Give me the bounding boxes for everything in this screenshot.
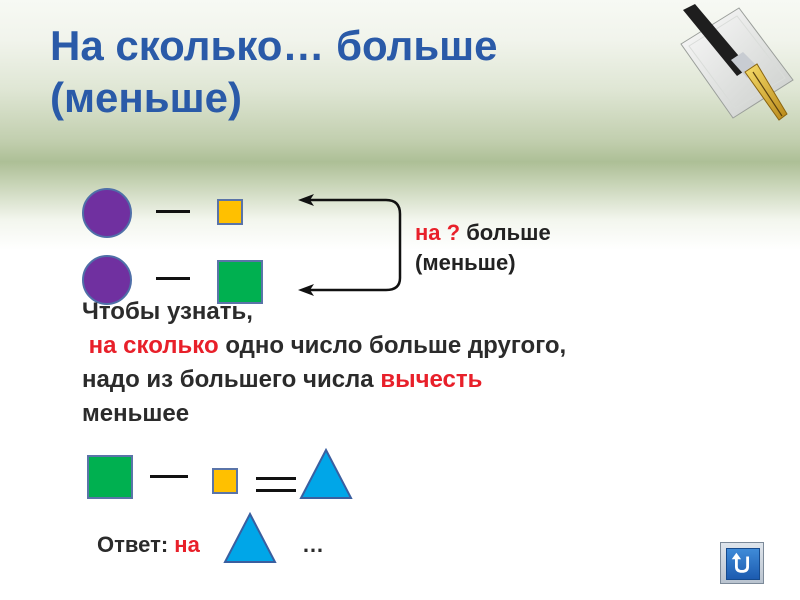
minus-sign-top xyxy=(156,210,190,213)
return-button[interactable] xyxy=(720,542,764,584)
rule-line-3-start: надо из большего числа xyxy=(82,366,381,393)
equation-result-triangle xyxy=(299,448,353,499)
minus-sign-bottom xyxy=(156,277,190,280)
less-word: (меньше) xyxy=(415,250,516,275)
title-line-1: На сколько… больше xyxy=(50,22,498,69)
answer-prefix: на xyxy=(174,532,200,557)
rule-line-4: меньшее xyxy=(82,400,190,427)
more-word: больше xyxy=(466,220,551,245)
rule-line-1: Чтобы узнать, xyxy=(82,298,253,325)
rule-subtract: вычесть xyxy=(380,366,483,393)
return-arrow-icon xyxy=(731,552,749,573)
question-prefix: на ? xyxy=(415,220,467,245)
difference-question-label: на ? больше (меньше) xyxy=(415,218,551,278)
equation-small-square xyxy=(212,468,238,494)
answer-label: Ответ: xyxy=(97,532,175,557)
purple-circle-top xyxy=(82,188,132,238)
arrowhead-bottom-icon xyxy=(298,284,314,296)
equation-minus-sign xyxy=(150,475,188,478)
title-line-2: (меньше) xyxy=(50,74,242,121)
equation-big-square xyxy=(87,455,133,499)
small-square-top xyxy=(217,199,243,225)
purple-circle-bottom xyxy=(82,255,132,305)
big-square-bottom xyxy=(217,260,263,304)
slide-title: На сколько… больше (меньше) xyxy=(50,20,610,124)
rule-line-2-rest: одно число больше другого, xyxy=(218,332,567,359)
arrowhead-top-icon xyxy=(298,194,314,206)
fountain-pen-icon xyxy=(680,4,794,121)
rule-how-much: на сколько xyxy=(88,332,219,359)
comparison-bracket xyxy=(298,194,402,296)
answer-line: Ответ: на xyxy=(97,530,200,560)
equals-sign-bottom xyxy=(256,489,296,492)
rule-paragraph: Чтобы узнать, на сколько одно число боль… xyxy=(82,295,732,431)
answer-triangle xyxy=(223,512,277,563)
return-button-face xyxy=(726,548,760,580)
equals-sign-top xyxy=(256,477,296,480)
answer-ellipsis: … xyxy=(302,532,324,557)
